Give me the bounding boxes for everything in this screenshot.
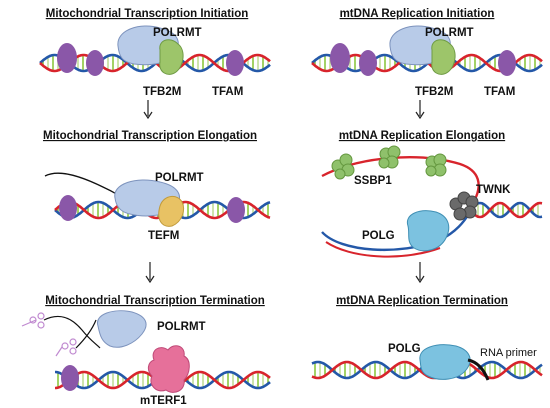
tfam-protein: [226, 50, 244, 76]
tefm-label: TEFM: [148, 230, 179, 242]
tfb2m-label: TFB2M: [415, 86, 453, 98]
arrow-head: [415, 111, 425, 120]
polrmt-label: POLRMT: [155, 172, 204, 184]
transcription-termination-panel: Mitochondrial Transcription Termination …: [21, 295, 271, 407]
polg-protein: [419, 344, 471, 380]
tefm-protein: [158, 196, 185, 227]
dna-strand-red: [469, 201, 543, 219]
tfam-label: TFAM: [212, 86, 243, 98]
tfam-protein: [86, 50, 104, 76]
tfam-protein: [227, 197, 245, 223]
tfam-protein: [61, 365, 79, 391]
polg-protein: [406, 210, 450, 252]
trna-icon: [55, 338, 77, 357]
replication-elongation-panel: mtDNA Replication Elongation SSBP1 TWNK …: [321, 130, 543, 284]
twnk-label: TWNK: [476, 184, 511, 196]
rna-transcript: [43, 315, 101, 349]
twnk-protein: [449, 191, 479, 221]
replication-elongation-title: mtDNA Replication Elongation: [339, 130, 505, 142]
tfam-protein: [330, 43, 350, 73]
transcription-termination-title: Mitochondrial Transcription Termination: [45, 295, 265, 307]
ssbp1-protein: [425, 153, 447, 177]
replication-initiation-panel: mtDNA Replication Initiation POLRMT TFB2…: [311, 8, 543, 120]
tfam-protein: [498, 50, 516, 76]
tfam-label: TFAM: [484, 86, 515, 98]
rna-transcript: [75, 319, 97, 349]
arrow-head: [143, 111, 153, 120]
mterf1-label: mTERF1: [140, 395, 187, 407]
ssbp1-label: SSBP1: [354, 175, 392, 187]
tfb2m-protein: [431, 39, 456, 75]
replication-termination-title: mtDNA Replication Termination: [336, 295, 508, 307]
polg-label: POLG: [362, 230, 395, 242]
transcription-elongation-panel: Mitochondrial Transcription Elongation P…: [43, 130, 271, 284]
polrmt-label: POLRMT: [425, 27, 474, 39]
transcription-elongation-title: Mitochondrial Transcription Elongation: [43, 130, 257, 142]
rna-primer-label: RNA primer: [480, 347, 537, 359]
replication-initiation-title: mtDNA Replication Initiation: [340, 8, 495, 20]
ssbp1-protein: [331, 153, 355, 180]
nascent-strand: [325, 241, 441, 258]
polg-label: POLG: [388, 343, 421, 355]
arrow-head: [415, 275, 425, 284]
replication-termination-panel: mtDNA Replication Termination POLG RNA p…: [311, 295, 543, 381]
polrmt-label: POLRMT: [153, 27, 202, 39]
ssbp1-protein: [378, 145, 401, 169]
tfam-protein: [57, 43, 77, 73]
tfb2m-label: TFB2M: [143, 86, 181, 98]
trna-icon: [21, 312, 45, 329]
polrmt-protein: [97, 310, 147, 348]
tfb2m-protein: [159, 39, 184, 75]
tfam-protein: [359, 50, 377, 76]
transcription-initiation-title: Mitochondrial Transcription Initiation: [46, 8, 249, 20]
dna-helix: [469, 201, 543, 219]
arrow-head: [145, 275, 155, 284]
mterf1-protein: [147, 345, 190, 393]
rna-primer-segment: [467, 358, 490, 381]
transcription-initiation-panel: Mitochondrial Transcription Initiation P…: [39, 8, 271, 120]
polrmt-label: POLRMT: [157, 321, 206, 333]
tfam-protein: [59, 195, 77, 221]
